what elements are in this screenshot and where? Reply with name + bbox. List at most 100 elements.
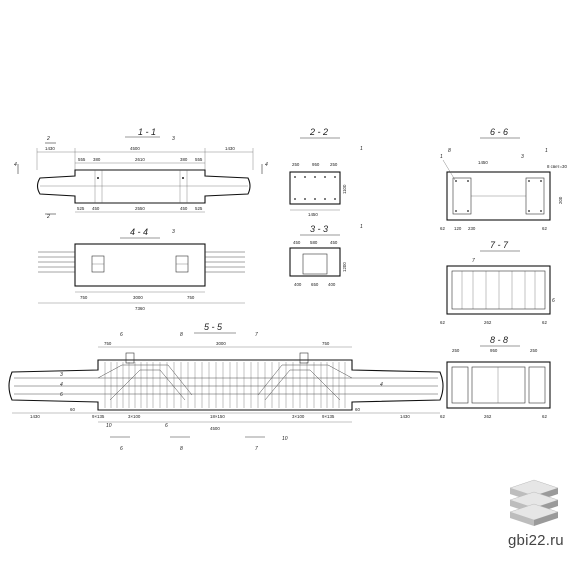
callout-1-r: 1	[545, 148, 548, 154]
dim-380-r: 380	[180, 157, 188, 162]
callout-4-5r: 4	[380, 382, 383, 388]
dim-262-8: 262	[484, 414, 492, 419]
marker-6-top: 6	[120, 332, 123, 338]
dim-8-beth30: 8 свет=30	[547, 164, 567, 169]
dim-3x100-r: 3×100	[292, 414, 305, 419]
dim-200: 200	[558, 196, 563, 204]
title-1-1: 1 - 1	[138, 127, 156, 137]
callout-4-5: 4	[60, 382, 63, 388]
marker-1-top: 1	[360, 146, 363, 152]
dim-60-5r: 60	[355, 407, 360, 412]
dim-950-8: 950	[490, 348, 498, 353]
view-7-7: 7 - 7 7 6 62 262 62	[440, 240, 555, 325]
dim-450: 450	[293, 240, 301, 245]
rebar-dots-2-2	[294, 176, 336, 200]
dim-7360: 7360	[135, 306, 145, 311]
site-logo-text[interactable]: gbi22.ru	[508, 532, 564, 549]
marker-8-top: 8	[180, 332, 183, 338]
view-2-2: 2 - 2 250 950 250 1450 1100 1 1	[289, 127, 363, 230]
dim-60-5l: 60	[70, 407, 75, 412]
callout-3-5: 3	[60, 372, 63, 378]
title-3-3: 3 - 3	[310, 224, 328, 234]
dim-580: 580	[310, 240, 318, 245]
dim-1100: 1100	[342, 184, 347, 194]
callout-6-b: 6	[165, 423, 168, 429]
title-5-5: 5 - 5	[204, 322, 223, 332]
view-4-4: 4 - 4 750 3000 750 7360	[38, 227, 245, 311]
callout-8: 8	[448, 148, 451, 154]
dim-9x135-r: 9×135	[322, 414, 335, 419]
marker-7-bottom: 7	[255, 446, 258, 452]
callout-6: 6	[552, 298, 555, 304]
dim-525-r: 525	[195, 206, 203, 211]
dim-450-r: 450	[330, 240, 338, 245]
title-4-4: 4 - 4	[130, 227, 148, 237]
view-3-3: 3 - 3 450 580 450 1200 400 650 400	[289, 224, 347, 287]
dim-250-r: 250	[330, 162, 338, 167]
dim-400-l: 400	[294, 282, 302, 287]
dim-750-5r: 750	[322, 341, 330, 346]
stirrups-5-5	[104, 362, 346, 408]
view-1-1: 1 - 1 1430 4500 1430 555 380 2610 380 55…	[14, 127, 268, 235]
view-8-8: 8 - 8 250 950 250 62 262 62	[440, 335, 551, 419]
callout-1: 1	[440, 154, 443, 160]
marker-1-bottom: 1	[360, 224, 363, 230]
dim-650: 650	[311, 282, 319, 287]
dim-1450: 1450	[308, 212, 318, 217]
title-8-8: 8 - 8	[490, 335, 508, 345]
marker-2-top: 2	[46, 136, 50, 142]
dim-4500-5: 4500	[210, 426, 220, 431]
title-7-7: 7 - 7	[490, 240, 509, 250]
logo-icon	[509, 479, 559, 526]
dim-750-r: 750	[187, 295, 195, 300]
dim-525-l: 525	[77, 206, 85, 211]
dim-2550: 2550	[135, 206, 145, 211]
dim-1430-left: 1430	[45, 146, 55, 151]
marker-3-top: 3	[172, 136, 175, 142]
dim-750-5l: 750	[104, 341, 112, 346]
dim-555-r: 555	[195, 157, 203, 162]
dim-250-8l: 250	[452, 348, 460, 353]
callout-6-5: 6	[60, 392, 63, 398]
dim-230: 230	[468, 226, 476, 231]
dim-1430-5r: 1430	[400, 414, 410, 419]
marker-4-left: 4	[14, 162, 17, 168]
marker-3-bottom: 3	[172, 229, 175, 235]
title-6-6: 6 - 6	[490, 127, 508, 137]
dim-1430-5l: 1430	[30, 414, 40, 419]
dim-1430-right: 1430	[225, 146, 235, 151]
dim-3000: 3000	[133, 295, 143, 300]
dim-62-7r: 62	[542, 320, 547, 325]
dim-250-8r: 250	[530, 348, 538, 353]
dim-9x135-l: 9×135	[92, 414, 105, 419]
dim-4500-top: 4500	[130, 146, 140, 151]
callout-7: 7	[472, 258, 475, 264]
dim-1450-6: 1450	[478, 160, 488, 165]
dim-380-l: 380	[93, 157, 101, 162]
callout-10-r: 10	[282, 436, 288, 442]
dim-62-l: 62	[440, 226, 445, 231]
marker-2-bottom: 2	[46, 214, 50, 220]
dim-18x150: 18×150	[210, 414, 225, 419]
dim-62-8r: 62	[542, 414, 547, 419]
dim-1200: 1200	[342, 262, 347, 272]
dim-3x100-l: 3×100	[128, 414, 141, 419]
dim-750-l: 750	[80, 295, 88, 300]
dim-250-l: 250	[292, 162, 300, 167]
dim-2610: 2610	[135, 157, 145, 162]
rebar-verticals-7-7	[461, 271, 536, 309]
dim-950: 950	[312, 162, 320, 167]
marker-4-right: 4	[265, 162, 268, 168]
callout-3: 3	[521, 154, 524, 160]
title-2-2: 2 - 2	[309, 127, 328, 137]
view-5-5: 5 - 5 6 8 7 750 3000 750	[8, 322, 444, 452]
dim-62-r: 62	[542, 226, 547, 231]
dim-3000-5: 3000	[216, 341, 226, 346]
rebar-dots-6-6	[455, 180, 542, 212]
callout-10-l: 10	[106, 423, 112, 429]
dim-62-8l: 62	[440, 414, 445, 419]
marker-7-top: 7	[255, 332, 258, 338]
dim-262-7: 262	[484, 320, 492, 325]
dim-555-l: 555	[78, 157, 86, 162]
